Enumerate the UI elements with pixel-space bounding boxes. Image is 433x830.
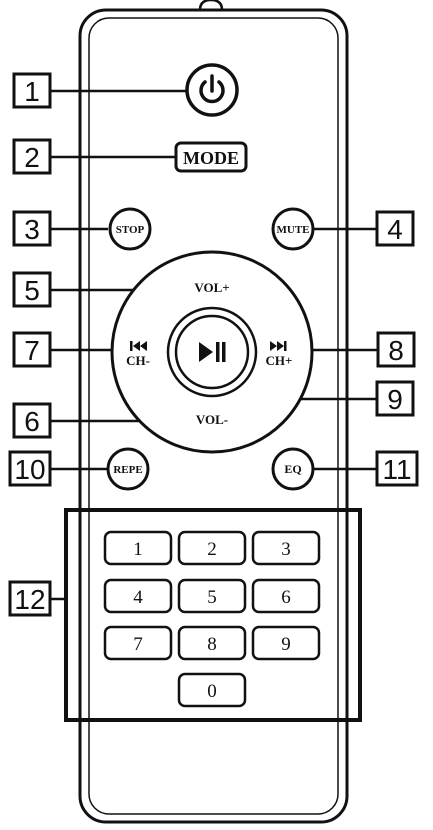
svg-text:12: 12: [14, 584, 45, 615]
svg-text:0: 0: [207, 681, 217, 702]
callout-7: 7: [12, 331, 52, 368]
callout-10: 10: [8, 450, 52, 487]
repeat-label: REPE: [113, 464, 142, 476]
vol-up-button[interactable]: VOL+: [194, 280, 229, 295]
svg-text:2: 2: [207, 539, 217, 560]
svg-text:8: 8: [388, 335, 404, 366]
svg-text:6: 6: [281, 587, 291, 608]
svg-text:6: 6: [24, 406, 40, 437]
skip-next-icon: [270, 341, 287, 351]
play-pause-button[interactable]: [166, 306, 258, 398]
key-1[interactable]: 1: [103, 530, 173, 566]
vol-down-button[interactable]: VOL-: [196, 412, 228, 427]
stop-label: STOP: [116, 224, 145, 236]
ch-up-button[interactable]: CH+: [266, 341, 293, 368]
key-3[interactable]: 3: [251, 530, 321, 566]
keypad: 1 2 3 4 5 6 7 8: [103, 530, 321, 708]
callout-4: 4: [375, 210, 415, 247]
eq-label: EQ: [284, 462, 301, 476]
svg-text:11: 11: [382, 454, 411, 485]
svg-text:1: 1: [24, 76, 40, 107]
svg-text:2: 2: [24, 142, 40, 173]
key-6[interactable]: 6: [251, 578, 321, 614]
callout-2: 2: [12, 138, 52, 175]
callout-3: 3: [12, 210, 52, 247]
callout-8: 8: [376, 331, 416, 368]
svg-text:5: 5: [24, 275, 40, 306]
mute-label: MUTE: [277, 224, 310, 236]
svg-text:3: 3: [24, 214, 40, 245]
svg-text:8: 8: [207, 634, 217, 655]
repeat-button[interactable]: REPE: [106, 447, 150, 491]
svg-text:9: 9: [387, 384, 403, 415]
key-7[interactable]: 7: [103, 625, 173, 661]
key-8[interactable]: 8: [177, 625, 247, 661]
callout-5: 5: [12, 271, 52, 308]
key-5[interactable]: 5: [177, 578, 247, 614]
ir-emitter: [198, 0, 224, 11]
svg-text:7: 7: [24, 335, 40, 366]
key-2[interactable]: 2: [177, 530, 247, 566]
ch-down-label: CH-: [126, 353, 150, 368]
callout-6: 6: [12, 402, 52, 439]
mode-button[interactable]: MODE: [174, 141, 248, 173]
power-button[interactable]: [185, 63, 239, 117]
svg-text:3: 3: [281, 539, 291, 560]
svg-text:9: 9: [281, 634, 291, 655]
power-icon: [199, 74, 225, 104]
mute-button[interactable]: MUTE: [271, 207, 315, 251]
callout-11: 11: [375, 450, 419, 487]
svg-text:10: 10: [14, 454, 45, 485]
mode-label: MODE: [183, 148, 239, 168]
svg-text:4: 4: [133, 587, 143, 608]
callout-12: 12: [8, 580, 52, 617]
stop-button[interactable]: STOP: [108, 207, 152, 251]
keypad-highlight-frame: [64, 508, 362, 722]
key-4[interactable]: 4: [103, 578, 173, 614]
key-9[interactable]: 9: [251, 625, 321, 661]
svg-text:1: 1: [133, 539, 143, 560]
eq-button[interactable]: EQ: [271, 447, 315, 491]
skip-previous-icon: [130, 341, 147, 351]
play-pause-icon: [199, 342, 226, 362]
ch-up-label: CH+: [266, 353, 293, 368]
remote-body-inner-edge: [88, 17, 339, 815]
svg-text:7: 7: [133, 634, 143, 655]
svg-text:5: 5: [207, 587, 217, 608]
key-0[interactable]: 0: [177, 672, 247, 708]
callout-9: 9: [375, 380, 415, 417]
ch-down-button[interactable]: CH-: [126, 341, 150, 368]
svg-text:4: 4: [387, 214, 403, 245]
callout-1: 1: [12, 72, 52, 109]
